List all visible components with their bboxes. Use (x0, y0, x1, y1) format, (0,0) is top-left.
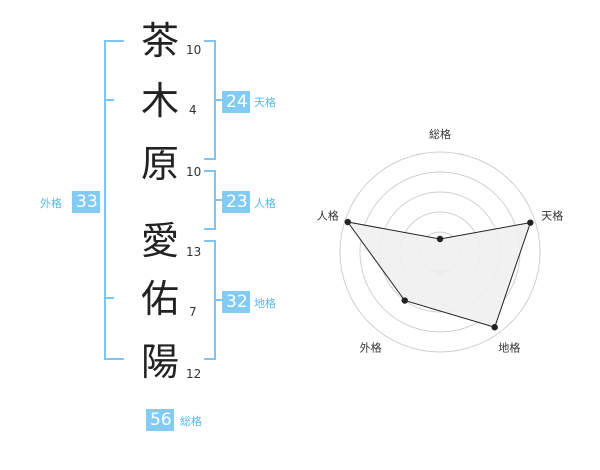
radar-axis-label: 外格 (360, 340, 382, 354)
kanji-4: 愛 (140, 219, 179, 263)
radar-point (527, 219, 534, 226)
tenkaku-label: 天格 (254, 96, 276, 109)
kanji-5: 佑 (140, 277, 179, 321)
jinkaku-label: 人格 (254, 197, 276, 210)
gaikaku-bracket-top (104, 40, 124, 42)
tenkaku-bracket-top (204, 40, 216, 42)
radar-area (346, 221, 532, 328)
radar-axis-label: 地格 (498, 340, 520, 354)
kanji-3: 原 (140, 142, 179, 186)
gaikaku-badge: 33 (72, 191, 100, 213)
gaikaku-label: 外格 (40, 197, 62, 210)
radar-points (344, 218, 534, 331)
stroke-count-6: 12 (186, 367, 202, 381)
stroke-count-1: 10 (186, 43, 202, 57)
gaikaku-bracket-bottom (104, 358, 124, 360)
soukaku-label: 総格 (180, 415, 202, 428)
tenkaku-badge: 24 (222, 91, 250, 113)
radar-axis-label: 天格 (541, 209, 563, 223)
chikaku-bracket-tick (214, 299, 222, 301)
chikaku-bracket-top (204, 240, 216, 242)
radar-point (344, 218, 351, 226)
jinkaku-badge: 23 (222, 191, 250, 213)
radar-axis-label: 総格 (429, 127, 451, 141)
gaikaku-bracket-tick-2 (104, 297, 114, 299)
kanji-6: 陽 (140, 340, 179, 384)
chikaku-label: 地格 (254, 297, 276, 310)
gaikaku-bracket-tick-1 (104, 99, 114, 101)
kanji-2: 木 (140, 79, 179, 123)
stroke-count-2: 4 (189, 103, 197, 117)
tenkaku-bracket-bottom (204, 158, 216, 160)
radar-point (401, 297, 408, 304)
stroke-count-4: 13 (186, 245, 202, 259)
radar-axis-label: 人格 (317, 209, 339, 223)
kanji-1: 茶 (140, 19, 179, 63)
gaikaku-bracket-vertical (104, 40, 106, 360)
jinkaku-bracket-bottom (204, 228, 216, 230)
radar-point (491, 324, 498, 331)
radar-ring (339, 151, 541, 353)
stroke-count-5: 7 (189, 305, 197, 319)
chikaku-bracket-bottom (204, 358, 216, 360)
tenkaku-bracket-tick (214, 99, 222, 101)
jinkaku-bracket-top (204, 170, 216, 172)
soukaku-badge: 56 (146, 409, 174, 431)
radar-point (436, 235, 444, 243)
jinkaku-bracket-tick (214, 199, 222, 201)
chikaku-badge: 32 (222, 291, 250, 313)
stroke-count-3: 10 (186, 165, 202, 179)
